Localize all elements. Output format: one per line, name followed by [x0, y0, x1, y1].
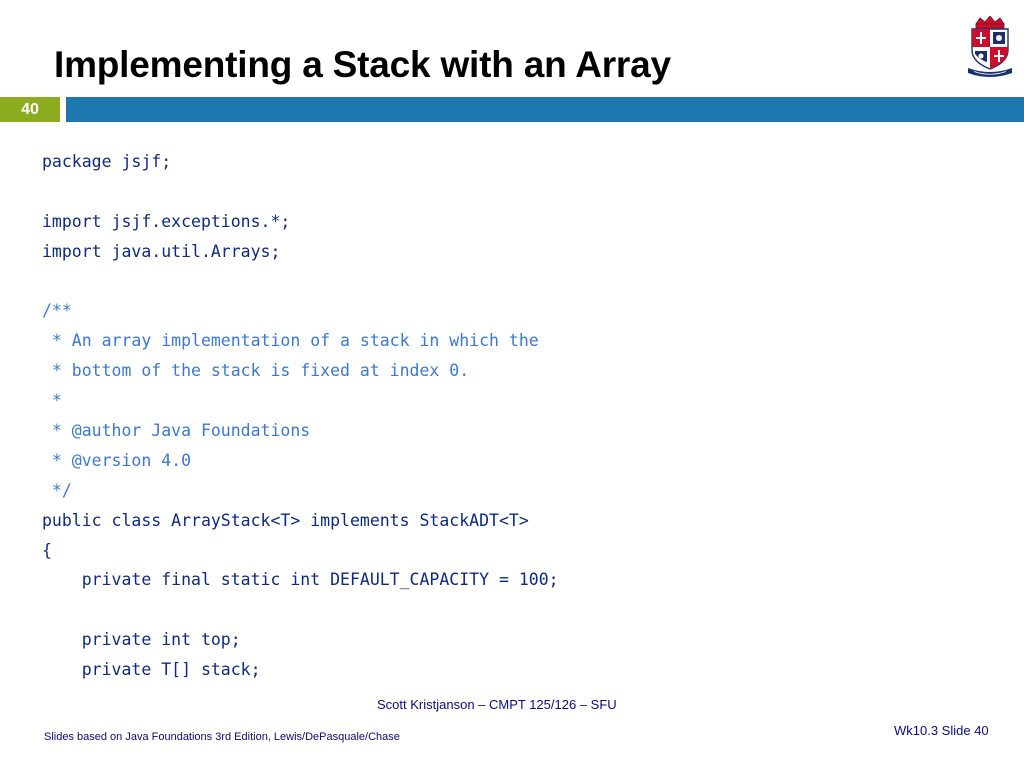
code-comment-line: * bottom of the stack is fixed at index … [42, 361, 470, 381]
code-block: package jsjf; import jsjf.exceptions.*; im… [42, 147, 1002, 685]
code-line [42, 177, 1002, 207]
code-line: { [42, 540, 52, 560]
code-line [42, 595, 1002, 625]
code-line: package jsjf; [42, 152, 172, 171]
code-comment-line: * @author Java Foundations [42, 421, 311, 441]
code-comment-line: * An array implementation of a stack in … [42, 331, 539, 351]
footer-slide-number: Wk10.3 Slide 40 [894, 723, 989, 738]
code-line: private int top; [42, 630, 241, 650]
code-line: import java.util.Arrays; [42, 241, 281, 261]
code-comment-line: /** [42, 301, 72, 321]
slide-title: Implementing a Stack with an Array [54, 44, 671, 85]
code-comment-line: * @version 4.0 [42, 450, 192, 470]
slide-number-badge: 40 [0, 97, 60, 122]
footer-source: Slides based on Java Foundations 3rd Edi… [44, 731, 400, 743]
footer-author: Scott Kristjanson – CMPT 125/126 – SFU [377, 697, 617, 712]
code-line: private T[] stack; [42, 660, 261, 680]
code-line [42, 267, 1002, 297]
code-line: public class ArrayStack<T> implements St… [42, 510, 529, 530]
sfu-crest-icon [968, 16, 1012, 77]
code-line: import jsjf.exceptions.*; [42, 211, 291, 231]
code-line: private final static int DEFAULT_CAPACIT… [42, 570, 559, 590]
code-comment-line: */ [42, 480, 72, 500]
code-comment-line: * [42, 391, 62, 411]
header-bar [66, 97, 1024, 122]
